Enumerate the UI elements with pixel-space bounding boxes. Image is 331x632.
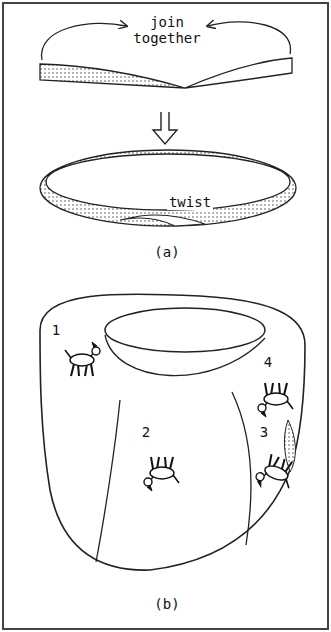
dog-1: [65, 342, 100, 376]
callout-number: 1: [50, 322, 62, 338]
callout-number: 4: [262, 354, 274, 370]
ring-twist: [120, 215, 205, 226]
strip-shaded-half: [40, 64, 185, 88]
mobius-hole: [105, 308, 265, 352]
ring-band: [40, 150, 296, 226]
caption-text: join together: [130, 14, 204, 46]
join-arrow: [208, 22, 290, 54]
mobius-outline: [40, 294, 305, 570]
figure-label: (b): [152, 596, 181, 612]
mobius-twist-line: [232, 392, 251, 545]
join-arrow: [42, 23, 126, 60]
strip-plain-half: [185, 58, 292, 88]
mobius-inner-edge: [105, 335, 265, 376]
dog-3: [253, 452, 298, 496]
callout-number: 3: [258, 424, 270, 440]
dog-2: [144, 457, 179, 491]
dog-4: [258, 383, 293, 417]
frame: [3, 3, 328, 629]
figure-label: (a): [152, 244, 181, 260]
down-arrow: [153, 112, 177, 144]
part-label: twist: [167, 194, 213, 210]
mobius-edge-line: [96, 400, 120, 562]
callout-number: 2: [140, 424, 152, 440]
